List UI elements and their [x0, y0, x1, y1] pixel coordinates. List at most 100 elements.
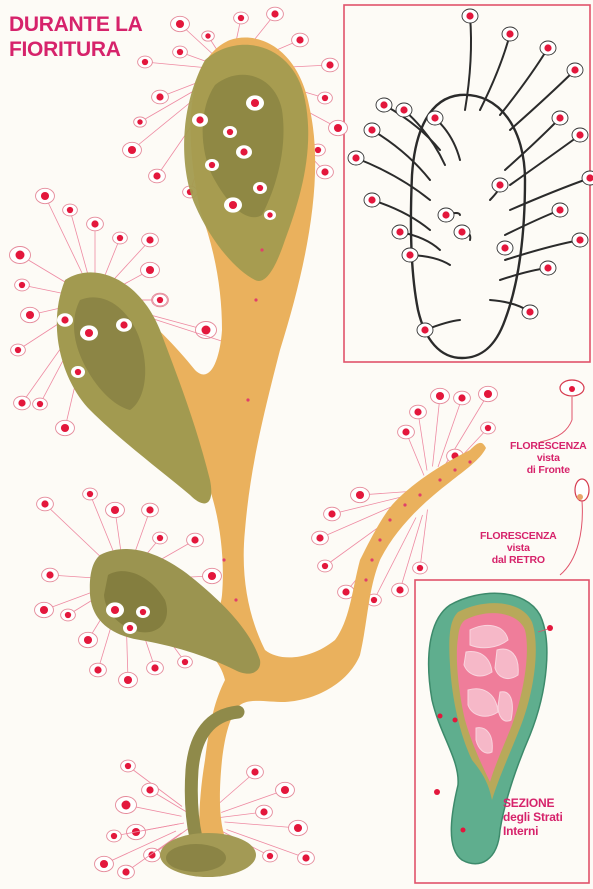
floret-dot: [111, 833, 117, 839]
floret-dot: [142, 59, 148, 65]
floret-dot: [251, 768, 258, 775]
floret-dot: [156, 93, 163, 100]
florescence-front-stalks: [348, 9, 593, 337]
floret-dot: [281, 786, 289, 794]
floret-dot: [61, 316, 68, 323]
floret-dot: [431, 114, 438, 121]
floret-dot: [124, 676, 132, 684]
section-floret: [434, 789, 440, 795]
floret-dot: [18, 399, 25, 406]
floret-dot: [267, 212, 272, 217]
floret-dot: [315, 147, 321, 153]
florescence-front-outline: [411, 95, 525, 358]
inset-frame-top: [344, 5, 590, 362]
thallus-dot: [403, 503, 406, 506]
section-floret: [453, 718, 458, 723]
floret-dot: [146, 236, 153, 243]
floret-dot: [238, 15, 244, 21]
floret-dot: [84, 636, 92, 644]
thallus-dot: [438, 478, 441, 481]
florescence-front-view: [348, 9, 593, 358]
floret-dot: [396, 586, 403, 593]
floret-dot: [137, 119, 142, 124]
floret-dot: [61, 424, 69, 432]
floret-dot: [571, 66, 578, 73]
floret-dot: [40, 606, 48, 614]
back-pointer-line: [560, 501, 582, 575]
floret-dot: [16, 251, 25, 260]
floret-dot: [19, 282, 25, 288]
floret-dot: [576, 131, 583, 138]
label-section-line-2: degli Strati: [503, 810, 563, 824]
label-back-line-3: dal RETRO: [480, 554, 557, 566]
floret-dot: [334, 124, 342, 132]
title-line-2: FIORITURA: [9, 37, 143, 62]
floret-dot: [157, 297, 163, 303]
thallus-dot: [246, 398, 249, 401]
floret-dot: [176, 20, 184, 28]
floret-dot: [127, 625, 133, 631]
floret-dot: [111, 506, 119, 514]
section-floret: [547, 625, 553, 631]
floret-dot: [496, 181, 503, 188]
thallus-dot: [254, 298, 257, 301]
floret-dot: [117, 235, 123, 241]
floret-dot: [46, 571, 53, 578]
floret-dot: [85, 329, 93, 337]
floret-dot: [91, 220, 98, 227]
floret-dot: [400, 106, 407, 113]
floret-dot: [421, 326, 428, 333]
thallus-dot: [453, 468, 456, 471]
thallus-dot: [234, 598, 237, 601]
floret-dot: [65, 612, 71, 618]
floret-dot: [352, 154, 359, 161]
floret-dot: [41, 192, 49, 200]
floret-dot: [111, 606, 119, 614]
thallus-dot: [370, 558, 373, 561]
floret-dot: [371, 597, 377, 603]
section-floret: [438, 714, 443, 719]
floret-dot: [26, 311, 34, 319]
label-section-line-1: SEZIONE: [503, 796, 563, 810]
floret-dot: [122, 868, 129, 875]
florescence-back-icon-dot: [577, 494, 583, 500]
floret-dot: [120, 321, 127, 328]
floret-dot: [100, 860, 108, 868]
floret-dot: [41, 500, 48, 507]
label-front-line-1: FLORESCENZA: [510, 440, 587, 452]
floret-dot: [251, 99, 259, 107]
floret-dot: [544, 44, 551, 51]
floret-dot: [271, 10, 278, 17]
floret-dot: [544, 264, 551, 271]
thallus-dot: [222, 558, 225, 561]
label-section: SEZIONE degli Strati Interni: [503, 796, 563, 838]
floret-dot: [15, 347, 21, 353]
floret-dot: [316, 534, 323, 541]
floret-dot: [75, 369, 81, 375]
floret-dot: [458, 394, 465, 401]
front-pointer-line: [540, 420, 572, 442]
floret-dot: [506, 30, 513, 37]
floret-dot: [368, 126, 375, 133]
label-florescence-back: FLORESCENZA vista dal RETRO: [480, 530, 557, 566]
floret-dot: [296, 36, 303, 43]
floret-dot: [321, 168, 328, 175]
label-front-line-2: vista: [510, 452, 587, 464]
floret-dot: [240, 148, 247, 155]
floret-dot: [128, 146, 136, 154]
floret-dot: [191, 536, 198, 543]
floret-dot: [37, 401, 43, 407]
floret-dot: [417, 565, 423, 571]
thallus-dot: [468, 460, 471, 463]
section-floret: [461, 828, 466, 833]
floret-dot: [148, 851, 155, 858]
floret-dot: [208, 572, 216, 580]
holdfast-base-shade: [166, 844, 226, 872]
floret-dot: [209, 162, 215, 168]
floret-dot: [257, 185, 263, 191]
thallus: [57, 38, 486, 877]
thallus-dot: [418, 493, 421, 496]
floret-dot: [67, 207, 73, 213]
